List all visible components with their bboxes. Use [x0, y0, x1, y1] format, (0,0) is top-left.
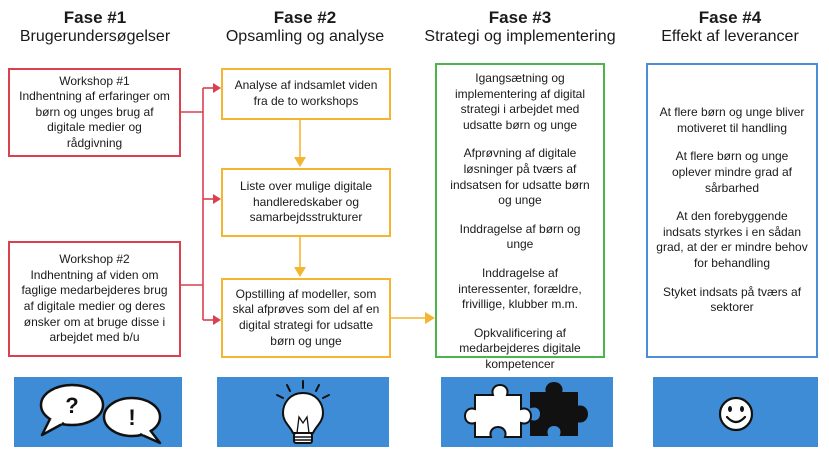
workshop-1-body: Indhentning af erfaringer om børn og ung…	[19, 89, 170, 150]
icon-panel-2	[217, 377, 389, 447]
models-box: Opstilling af modeller, som skal afprøve…	[221, 278, 391, 358]
arrow-box1-box2	[294, 157, 306, 167]
phase-2-number: Fase #2	[273, 8, 337, 27]
speech-bubbles-icon: ? !	[39, 383, 162, 445]
phase-2-header: Fase #2 Opsamling og analyse	[205, 8, 405, 46]
analysis-box: Analyse af indsamlet viden fra de to wor…	[221, 68, 391, 120]
exclamation-glyph: !	[128, 405, 135, 430]
speech-bubble-exclamation-icon: !	[102, 396, 162, 445]
phase-3-title: Strategi og implementering	[424, 27, 616, 45]
effect-item: At flere børn og unge bliver motiveret t…	[659, 105, 805, 135]
arrow-box2-box3	[294, 267, 306, 277]
phase-3-header: Fase #3 Strategi og implementering	[405, 8, 635, 46]
effects-box: At flere børn og unge bliver motiveret t…	[646, 63, 818, 358]
arrow-to-phase3	[425, 312, 435, 324]
icon-panel-4	[653, 377, 818, 447]
analysis-text: Analyse af indsamlet viden fra de to wor…	[234, 78, 378, 108]
phase-4-header: Fase #4 Effekt af leverancer	[640, 8, 820, 46]
lightbulb-icon	[276, 380, 330, 444]
tools-list-box: Liste over mulige digitale handleredskab…	[221, 168, 391, 237]
question-glyph: ?	[65, 393, 78, 418]
phase-4-title: Effekt af leverancer	[661, 27, 799, 45]
phase-1-header: Fase #1 Brugerundersøgelser	[0, 8, 190, 46]
workshop-2-title: Workshop #2	[59, 252, 130, 267]
smiley-icon	[718, 396, 754, 432]
phase-2-title: Opsamling og analyse	[225, 27, 385, 45]
strategy-item: Opkvalificering af medarbejderes digital…	[459, 325, 581, 371]
arrow-to-box1	[213, 83, 221, 93]
phase-3-number: Fase #3	[488, 8, 552, 27]
workshop-1-box: Workshop #1 Indhentning af erfaringer om…	[8, 68, 181, 157]
phase-1-title: Brugerundersøgelser	[19, 27, 171, 45]
strategy-item: Inddragelse af interessenter, forældre, …	[458, 265, 582, 312]
strategy-item: Igangsætning og implementering af digita…	[454, 71, 586, 132]
icon-panel-1: ? !	[14, 377, 182, 447]
phase-4-number: Fase #4	[698, 8, 762, 27]
arrow-to-box3	[213, 315, 221, 325]
strategy-box: Igangsætning og implementering af digita…	[435, 63, 605, 371]
speech-bubble-question-icon: ?	[39, 383, 105, 437]
puzzle-piece-black	[530, 381, 589, 436]
puzzle-pieces-icon	[463, 381, 589, 438]
arrow-to-box2	[213, 194, 221, 204]
workshop-2-body: Indhentning af viden om faglige medarbej…	[21, 267, 168, 345]
strategy-item: Inddragelse af børn og unge	[459, 221, 581, 252]
puzzle-piece-white	[463, 383, 533, 438]
tools-list-text: Liste over mulige digitale handleredskab…	[239, 179, 373, 225]
workshop-1-title: Workshop #1	[59, 73, 130, 88]
phase-1-number: Fase #1	[63, 8, 127, 27]
strategy-item: Afprøvning af digitale løsninger på tvær…	[450, 146, 590, 208]
effect-item: Styket indsats på tværs af sektorer	[662, 284, 802, 315]
icon-panel-3	[441, 377, 613, 447]
effect-item: At den forebyggende indsats styrkes i en…	[656, 209, 808, 270]
models-text: Opstilling af modeller, som skal afprøve…	[232, 286, 380, 348]
effect-item: At flere børn og unge oplever mindre gra…	[671, 149, 793, 195]
workshop-2-box: Workshop #2 Indhentning af viden om fagl…	[8, 241, 181, 357]
